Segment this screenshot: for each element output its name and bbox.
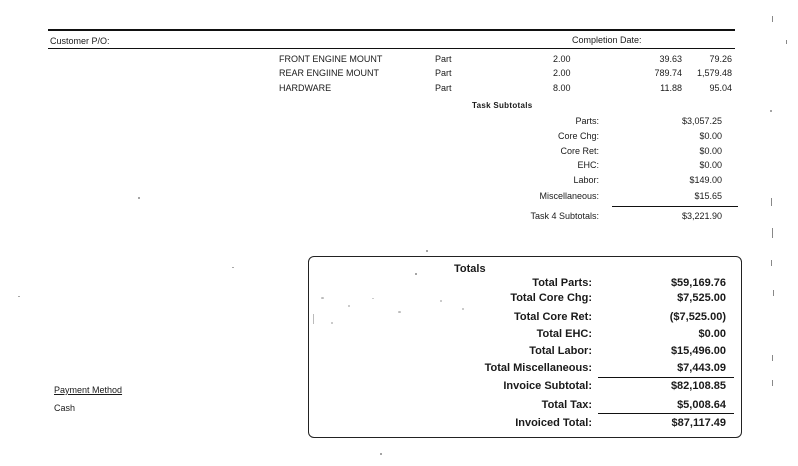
part-type: Part (435, 68, 452, 78)
total-parts-value: $59,169.76 (670, 277, 726, 289)
part-qty: 2.00 (553, 54, 571, 64)
invoiced-total-value: $87,117.49 (671, 417, 726, 429)
customer-po-label: Customer P/O: (50, 36, 110, 46)
header-bottom-rule (48, 48, 735, 49)
task-total-value: $3,221.90 (681, 211, 722, 221)
task-subtotal-label: Labor: (573, 175, 599, 185)
payment-method-value: Cash (54, 403, 76, 413)
total-core-chg-label: Total Core Chg: (510, 292, 592, 304)
part-qty: 8.00 (553, 83, 571, 93)
part-description: REAR ENGIINE MOUNT (279, 68, 380, 78)
task-subtotals-heading: Task Subtotals (472, 101, 533, 110)
task-subtotal-label: Parts: (575, 116, 599, 126)
top-rule (48, 29, 735, 31)
total-labor-value: $15,496.00 (670, 345, 726, 357)
total-ehc-value: $0.00 (698, 328, 726, 340)
total-tax-value: $5,008.64 (677, 399, 726, 411)
part-type: Part (435, 54, 452, 64)
task-subtotal-value: $0.00 (699, 146, 722, 156)
task-total-label: Task 4 Subtotals: (530, 211, 599, 221)
part-price: 789.74 (654, 68, 682, 78)
total-parts-label: Total Parts: (532, 277, 592, 289)
part-price: 11.88 (660, 83, 682, 93)
task-subtotal-value: $0.00 (699, 160, 722, 170)
part-description: FRONT ENGINE MOUNT (279, 54, 383, 64)
task-subtotal-label: Core Chg: (557, 131, 599, 141)
totals-final-rule (598, 413, 734, 414)
invoice-subtotal-label: Invoice Subtotal: (503, 380, 592, 392)
total-core-ret-value: ($7,525.00) (669, 311, 726, 323)
total-core-chg-value: $7,525.00 (677, 292, 726, 304)
total-ehc-label: Total EHC: (536, 328, 592, 340)
task-subtotal-value: $149.00 (689, 175, 722, 185)
part-type: Part (435, 83, 452, 93)
total-misc-value: $7,443.09 (677, 362, 726, 374)
totals-box (308, 256, 742, 438)
task-subtotal-label: EHC: (577, 160, 599, 170)
invoice-subtotal-value: $82,108.85 (670, 380, 726, 392)
part-description: HARDWARE (279, 83, 332, 93)
task-subtotal-label: Miscellaneous: (539, 191, 599, 201)
total-misc-label: Total Miscellaneous: (484, 362, 592, 374)
total-tax-label: Total Tax: (541, 399, 592, 411)
task-subtotal-rule (612, 206, 738, 207)
total-core-ret-label: Total Core Ret: (513, 311, 592, 323)
part-amount: 95.04 (709, 83, 732, 93)
part-qty: 2.00 (553, 68, 571, 78)
payment-method-label: Payment Method (54, 385, 123, 395)
task-subtotal-value: $3,057.25 (681, 116, 722, 126)
part-amount: 1,579.48 (696, 68, 732, 78)
task-subtotal-value: $15.65 (694, 191, 722, 201)
task-subtotal-value: $0.00 (699, 131, 722, 141)
totals-heading: Totals (454, 263, 486, 275)
part-amount: 79.26 (709, 54, 732, 64)
completion-date-label: Completion Date: (572, 35, 642, 45)
total-labor-label: Total Labor: (529, 345, 592, 357)
invoiced-total-label: Invoiced Total: (515, 417, 592, 429)
task-subtotal-label: Core Ret: (560, 146, 599, 156)
totals-subtotal-rule (598, 377, 734, 378)
part-price: 39.63 (659, 54, 682, 64)
